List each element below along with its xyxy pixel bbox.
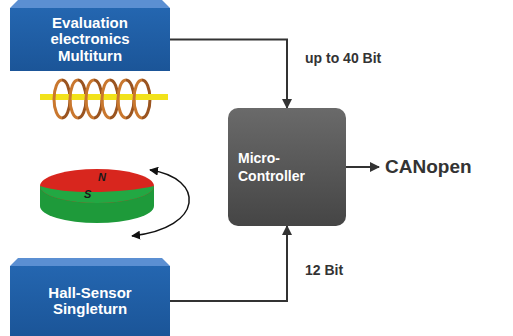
- electronics-box: Evaluation electronics Multiturn: [10, 8, 170, 71]
- pole-label: S: [84, 188, 91, 200]
- box-text: Evaluation electronics Multiturn: [30, 15, 150, 64]
- box-bevel: [10, 258, 170, 266]
- magnet-north: [40, 169, 154, 203]
- output-arrow: [346, 166, 379, 168]
- box-text: Hall-Sensor Singleturn: [30, 285, 150, 317]
- sensor-box: Hall-Sensor Singleturn: [10, 266, 170, 336]
- signal-width: up to 40 Bit: [305, 50, 381, 66]
- signal-arrow: [170, 226, 287, 301]
- box-bevel: [10, 0, 170, 8]
- signal-width: 12 Bit: [305, 262, 343, 278]
- coil-front: [54, 80, 142, 118]
- box-text: Micro- Controller: [238, 149, 336, 185]
- bus-label: CANopen: [385, 156, 472, 178]
- pole-label: N: [98, 171, 106, 183]
- rotation-arrow: [132, 170, 189, 236]
- signal-arrow: [170, 40, 287, 109]
- magnet-south: [40, 186, 154, 203]
- iron-rod: [40, 94, 168, 100]
- microcontroller-chip: Micro- Controller: [228, 108, 346, 226]
